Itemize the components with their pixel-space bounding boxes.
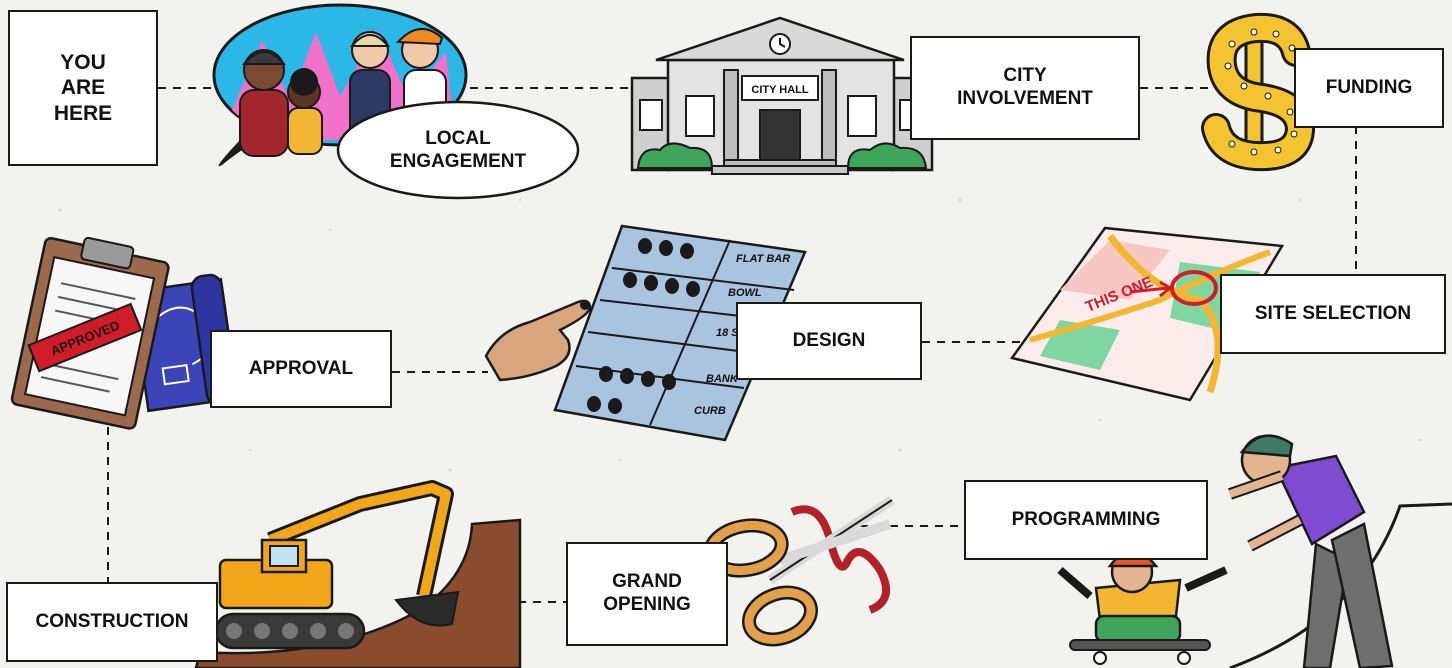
skaters-illustration	[1057, 434, 1452, 668]
design-feature-5: CURB	[694, 405, 726, 417]
person-1	[239, 49, 289, 157]
city-involvement-line-2: INVOLVEMENT	[957, 88, 1093, 109]
local-engagement-bubble: LOCAL ENGAGEMENT	[336, 100, 580, 200]
kid-skater	[1057, 549, 1228, 665]
city-involvement-box: CITY INVOLVEMENT	[910, 36, 1140, 140]
city-hall-sign: CITY HALL	[751, 84, 809, 96]
person-2	[287, 68, 323, 155]
clipboard-illustration: APPROVED	[10, 236, 239, 430]
city-hall-illustration: CITY HALL	[630, 16, 934, 175]
site-selection-box: SITE SELECTION	[1220, 274, 1446, 354]
map-illustration: THIS ONE	[1009, 226, 1285, 402]
funding-label: FUNDING	[1325, 76, 1413, 98]
pointing-hand	[484, 299, 592, 382]
you-are-here-line-1: YOU	[60, 51, 106, 75]
funding-box: FUNDING	[1294, 48, 1444, 128]
you-are-here-line-2: ARE	[60, 76, 106, 100]
city-involvement-line-1: CITY	[1003, 65, 1047, 87]
design-box: DESIGN	[736, 302, 922, 380]
approval-label: APPROVAL	[248, 357, 354, 379]
grand-opening-line-2: OPENING	[603, 594, 691, 615]
construction-box: CONSTRUCTION	[6, 582, 218, 662]
design-feature-2: BOWL	[728, 287, 762, 299]
construction-label: CONSTRUCTION	[35, 610, 189, 632]
grand-opening-line-1: GRAND	[612, 571, 682, 593]
dollar-sign-illustration	[1201, 12, 1316, 172]
local-engagement-line-2: ENGAGEMENT	[390, 151, 527, 172]
coach	[1228, 434, 1394, 668]
you-are-here-box: YOU ARE HERE	[8, 10, 158, 166]
programming-box: PROGRAMMING	[964, 480, 1208, 560]
design-sheet-illustration: FLAT BAR BOWL 18 STAIR BANK CURB	[484, 224, 807, 442]
grand-opening-box: GRAND OPENING	[566, 542, 728, 646]
scissors-illustration	[703, 495, 895, 647]
local-engagement-line-1: LOCAL	[425, 128, 491, 149]
approval-box: APPROVAL	[210, 330, 392, 408]
design-feature-1: FLAT BAR	[736, 253, 790, 265]
excavator-illustration	[194, 480, 522, 668]
you-are-here-line-3: HERE	[53, 101, 113, 125]
programming-label: PROGRAMMING	[1011, 508, 1161, 530]
design-label: DESIGN	[792, 329, 866, 351]
design-feature-4: BANK	[706, 373, 739, 385]
site-selection-label: SITE SELECTION	[1254, 302, 1412, 324]
